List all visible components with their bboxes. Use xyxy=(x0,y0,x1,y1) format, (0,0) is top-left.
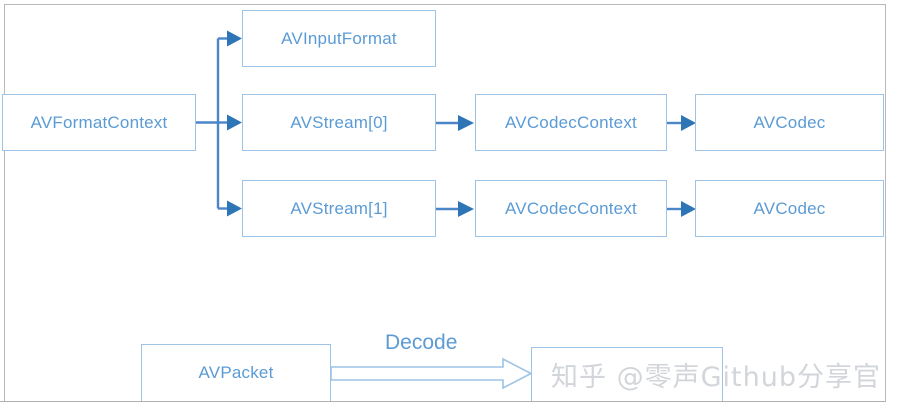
node-avstream-1[interactable]: AVStream[1] xyxy=(242,180,436,237)
node-avcodec-1-label: AVCodec xyxy=(753,198,826,218)
connector-codeccontext1-to-codec1 xyxy=(667,196,697,222)
node-avstream-1-label: AVStream[1] xyxy=(290,198,388,218)
node-avcodec-0-label: AVCodec xyxy=(753,112,826,132)
node-avstream-0-label: AVStream[0] xyxy=(290,112,388,132)
node-avcodeccontext-0[interactable]: AVCodecContext xyxy=(475,94,667,151)
node-avformatcontext-label: AVFormatContext xyxy=(30,112,168,132)
node-avinputformat-label: AVInputFormat xyxy=(281,28,397,48)
node-avcodeccontext-1[interactable]: AVCodecContext xyxy=(475,180,667,237)
bottom-divider xyxy=(0,401,886,402)
connector-format-context-fanout xyxy=(196,0,246,250)
node-avpacket[interactable]: AVPacket xyxy=(141,344,331,402)
connector-codeccontext0-to-codec0 xyxy=(667,110,697,136)
node-avcodec-1[interactable]: AVCodec xyxy=(695,180,884,237)
node-decode-target[interactable] xyxy=(531,347,723,402)
node-avstream-0[interactable]: AVStream[0] xyxy=(242,94,436,151)
node-avcodeccontext-0-label: AVCodecContext xyxy=(505,112,637,132)
connector-decode-block-arrow xyxy=(330,355,533,393)
edge-label-decode: Decode xyxy=(385,331,458,354)
node-avformatcontext[interactable]: AVFormatContext xyxy=(2,94,196,151)
node-avpacket-label: AVPacket xyxy=(198,363,274,382)
node-avinputformat[interactable]: AVInputFormat xyxy=(242,10,436,67)
node-avcodeccontext-1-label: AVCodecContext xyxy=(505,198,637,218)
connector-stream0-to-codeccontext xyxy=(436,110,476,136)
node-avcodec-0[interactable]: AVCodec xyxy=(695,94,884,151)
connector-stream1-to-codeccontext xyxy=(436,196,476,222)
